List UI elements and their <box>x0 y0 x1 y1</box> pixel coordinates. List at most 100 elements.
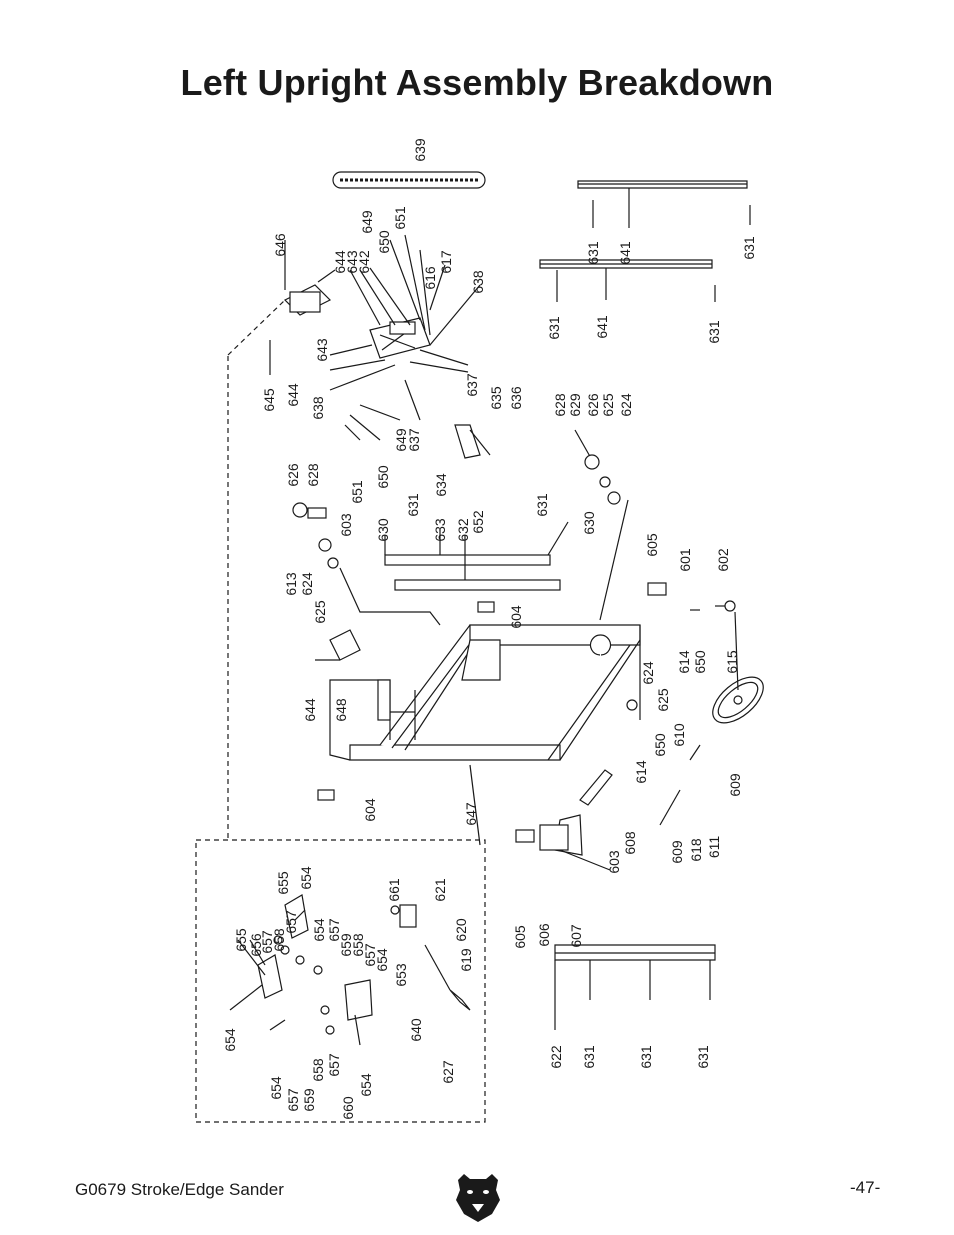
part-label: 658 <box>271 928 287 952</box>
part-label: 628 <box>305 463 321 487</box>
foot-pad-4 <box>515 829 535 843</box>
part-label: 657 <box>285 1088 301 1112</box>
detail-roller-assembly <box>257 894 471 1035</box>
part-label: 631 <box>741 236 757 260</box>
foot-pad-2 <box>477 601 495 613</box>
part-label: 654 <box>374 948 390 972</box>
part-label: 659 <box>301 1088 317 1112</box>
part-label: 625 <box>655 688 671 712</box>
part-label: 603 <box>606 850 622 874</box>
part-label: 650 <box>375 465 391 489</box>
part-label: 632 <box>455 518 471 542</box>
bracket-648 <box>329 629 361 661</box>
part-label: 617 <box>438 250 454 274</box>
footer-model: G0679 Stroke/Edge Sander <box>75 1180 284 1199</box>
part-label: 657 <box>326 1053 342 1077</box>
cross-rail-upper <box>384 554 561 591</box>
part-label: 620 <box>453 918 469 942</box>
part-label: 657 <box>362 943 378 967</box>
part-label: 661 <box>386 878 402 902</box>
part-label: 648 <box>333 698 349 722</box>
right-pulley-stack <box>574 429 621 505</box>
part-label: 616 <box>422 266 438 290</box>
part-label: 650 <box>376 230 392 254</box>
part-label: 644 <box>302 698 318 722</box>
part-label: 621 <box>432 878 448 902</box>
part-label: 658 <box>350 933 366 957</box>
part-label: 637 <box>464 373 480 397</box>
grizzly-bear-logo <box>456 1174 500 1222</box>
belt-part <box>332 171 486 189</box>
part-label: 646 <box>272 233 288 257</box>
part-label: 651 <box>392 206 408 230</box>
part-label: 631 <box>581 1045 597 1069</box>
part-label: 650 <box>652 733 668 757</box>
part-label: 628 <box>552 393 568 417</box>
part-label: 659 <box>338 933 354 957</box>
part-label: 631 <box>585 241 601 265</box>
part-label: 638 <box>470 270 486 294</box>
part-label: 625 <box>600 393 616 417</box>
part-label: 655 <box>233 928 249 952</box>
part-label: 625 <box>312 600 328 624</box>
part-label: 645 <box>261 388 277 412</box>
handwheel <box>712 676 764 724</box>
detail-box <box>195 839 486 1123</box>
part-label: 631 <box>695 1045 711 1069</box>
part-label: 639 <box>412 138 428 162</box>
part-label: 631 <box>534 493 550 517</box>
part-label: 655 <box>275 871 291 895</box>
diagram-artwork <box>195 171 764 1123</box>
bracket-part <box>454 424 491 459</box>
part-label: 626 <box>585 393 601 417</box>
part-label: 631 <box>546 316 562 340</box>
part-label: 618 <box>688 838 704 862</box>
shaft-assembly <box>539 744 701 856</box>
left-pulley-stack <box>292 502 339 569</box>
part-label: 627 <box>440 1060 456 1084</box>
part-label: 644 <box>332 250 348 274</box>
part-label: 647 <box>463 802 479 826</box>
page-number: -47- <box>850 1178 881 1197</box>
part-label: 654 <box>298 866 314 890</box>
part-label: 657 <box>283 910 299 934</box>
part-label: 641 <box>617 241 633 265</box>
part-label: 630 <box>581 511 597 535</box>
part-label: 654 <box>311 918 327 942</box>
part-label: 658 <box>310 1058 326 1082</box>
upper-pulley-assembly <box>283 269 431 359</box>
part-label: 614 <box>676 650 692 674</box>
part-label: 609 <box>669 840 685 864</box>
part-label: 631 <box>638 1045 654 1069</box>
part-label: 637 <box>406 428 422 452</box>
part-label: 630 <box>375 518 391 542</box>
part-label: 605 <box>644 533 660 557</box>
part-label: 654 <box>268 1076 284 1100</box>
foot-pad-1 <box>317 789 335 801</box>
part-label: 643 <box>314 338 330 362</box>
part-label: 654 <box>358 1073 374 1097</box>
part-label: 649 <box>393 428 409 452</box>
part-label: 602 <box>715 548 731 572</box>
part-label: 641 <box>594 315 610 339</box>
part-label: 626 <box>285 463 301 487</box>
part-label: 654 <box>222 1028 238 1052</box>
part-label: 607 <box>568 924 584 948</box>
part-label: 643 <box>344 250 360 274</box>
part-label: 650 <box>692 650 708 674</box>
part-label: 622 <box>548 1045 564 1069</box>
part-label: 629 <box>567 393 583 417</box>
part-label: 604 <box>362 798 378 822</box>
part-label: 610 <box>671 723 687 747</box>
page-title: Left Upright Assembly Breakdown <box>180 62 774 103</box>
part-label: 644 <box>285 383 301 407</box>
part-label: 609 <box>727 773 743 797</box>
part-label: 642 <box>356 250 372 274</box>
part-label: 611 <box>706 836 722 859</box>
part-label: 633 <box>432 518 448 542</box>
main-frame <box>329 624 641 761</box>
part-label: 649 <box>359 210 375 234</box>
part-label: 656 <box>248 933 264 957</box>
part-label: 614 <box>633 760 649 784</box>
